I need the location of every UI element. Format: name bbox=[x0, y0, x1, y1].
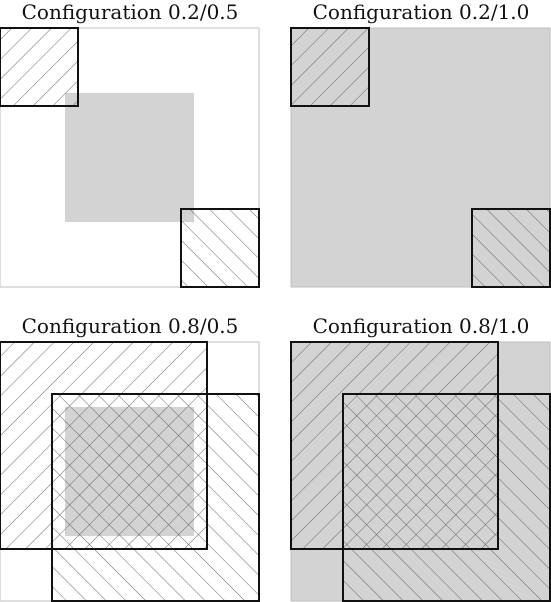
bottom-right-hatched-square bbox=[472, 209, 550, 287]
panel-config-0-2-1-0: Configuration 0.2/1.0 bbox=[290, 0, 551, 288]
bottom-right-hatched-square bbox=[52, 394, 259, 601]
top-left-square-outline bbox=[290, 27, 370, 107]
top-left-hatched-square bbox=[0, 28, 78, 106]
panel-title: Configuration 0.8/1.0 bbox=[313, 314, 530, 338]
top-left-square-outline bbox=[0, 27, 79, 107]
bottom-right-square-outline bbox=[180, 208, 260, 288]
bottom-right-square-outline bbox=[342, 393, 551, 602]
top-left-square-outline bbox=[290, 341, 499, 550]
panel-config-0-8-1-0: Configuration 0.8/1.0 bbox=[290, 314, 551, 602]
bottom-right-hatched-square bbox=[343, 394, 550, 601]
bottom-right-hatched-square bbox=[181, 209, 259, 287]
bottom-right-square-outline bbox=[51, 393, 260, 602]
panel-title: Configuration 0.8/0.5 bbox=[22, 314, 239, 338]
top-left-square-outline bbox=[0, 341, 208, 550]
bottom-right-square-outline bbox=[471, 208, 551, 288]
shaded-region bbox=[65, 93, 194, 222]
panel-title: Configuration 0.2/1.0 bbox=[313, 0, 530, 24]
top-left-hatched-square bbox=[291, 28, 369, 106]
panel-config-0-2-0-5: Configuration 0.2/0.5 bbox=[0, 0, 260, 288]
panel-title: Configuration 0.2/0.5 bbox=[22, 0, 239, 24]
panel-config-0-8-0-5: Configuration 0.8/0.5 bbox=[0, 314, 260, 602]
